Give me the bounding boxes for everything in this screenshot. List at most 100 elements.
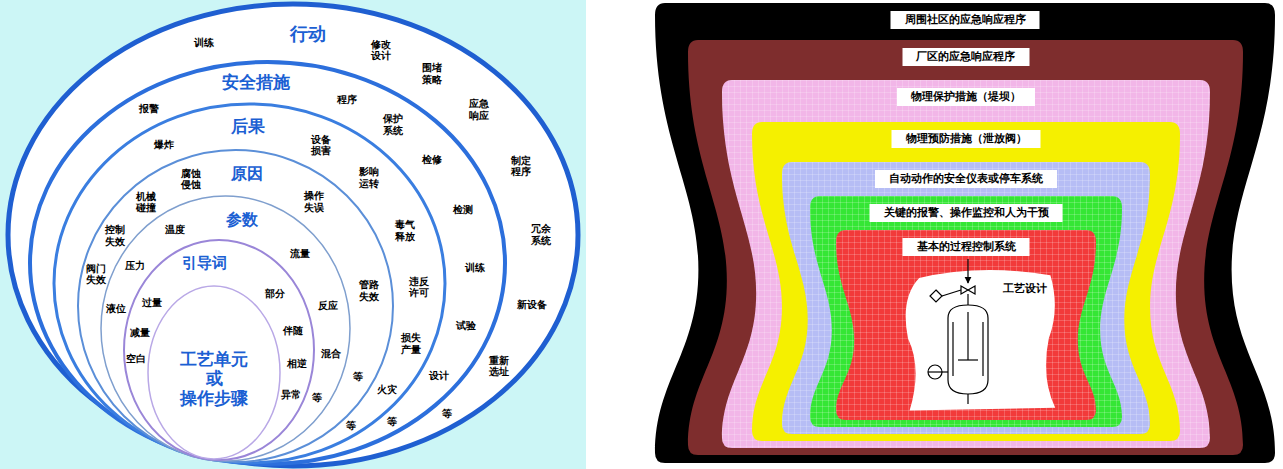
ring-term: 等 [312,392,322,404]
ring-heading: 安全措施 [222,73,290,93]
signal-arrow [967,259,968,283]
ring-term: 毒气 释放 [395,219,415,242]
ring-term: 减量 [130,327,150,339]
core-fill [906,270,1056,410]
ring-term: 修改 设计 [371,38,391,61]
ring-term: 操作 失误 [304,190,324,213]
hazop-ring: 引导词过量减量空白部分伴随相逆异常工艺单元 或 操作步骤 [124,240,314,460]
ring-term: 训练 [194,37,214,49]
pump-line [928,371,942,372]
ring-term: 阀门 失效 [86,262,106,285]
protection-layer: 物理预防措施（泄放阀） 自动动作的安全仪表或停车系统关键的报警、操作监控和人为干预… [752,122,1180,441]
jacket-line [982,322,983,376]
layer-texture [810,196,1122,427]
ring-heading: 行动 [290,24,326,45]
ring-term: 爆炸 [154,139,174,151]
controller-diamond [930,290,942,302]
ring-term: 管路 失效 [359,279,379,302]
ring-term: 等 [442,408,452,420]
ring-term: 火灾 [377,384,397,396]
ring-term: 程序 [337,94,357,106]
hazop-ring: 安全措施报警程序保护 系统检修检测训练试验设计等后果爆炸设备 损害影响 运转毒气… [30,62,505,464]
layer-fill [655,3,1275,463]
ring-term: 部分 [265,288,285,300]
layer-label: 厂区的应急响应程序 [902,48,1029,66]
ring-ellipse [124,240,314,460]
ring-term: 制定 程序 [511,154,531,177]
layer-texture [782,162,1150,434]
protection-layer: 基本的过程控制系统工艺设计 [836,230,1096,420]
ring-heading: 引导词 [182,255,227,272]
hazop-ring: 原因机械 碰撞腐蚀 侵蚀操作 失误控制 失效阀门 失效管路 失效等参数温度压力液… [78,150,393,462]
hazop-ring: 后果爆炸设备 损害影响 运转毒气 释放违反 许可损失 产量火灾等原因机械 碰撞腐… [54,104,445,463]
ring-term: 等 [346,420,356,432]
layer-label: 物理保护措施（堤坝） [897,88,1035,106]
ring-term: 影响 运转 [359,166,379,189]
hazop-ring: 行动训练修改 设计围堵 策略应急 响应制定 程序冗余 系统新设备重新 选址等安全… [8,4,578,466]
protection-layer: 自动动作的安全仪表或停车系统关键的报警、操作监控和人为干预基本的过程控制系统工艺… [782,162,1150,434]
ring-term: 新设备 [517,299,547,311]
protection-layer: 关键的报警、操作监控和人为干预基本的过程控制系统工艺设计 [810,196,1122,427]
layer-texture [722,80,1210,448]
ring-term: 反应 [318,300,338,312]
ring-term: 重新 选址 [489,354,509,377]
layer-label: 基本的过程控制系统 [903,238,1030,256]
layer-fill [836,230,1096,420]
ring-term: 过量 [142,297,162,309]
ring-ellipse [101,196,350,461]
vessel-body [948,305,988,394]
ring-heading: 原因 [231,165,263,183]
ring-term: 损失 产量 [401,332,421,355]
ring-term: 围堵 策略 [422,62,442,85]
ring-ellipse [54,104,445,463]
layer-fill [752,122,1180,441]
hazop-ring: 工艺单元 或 操作步骤 [148,286,280,459]
layer-fill [810,196,1122,427]
agitator-blade [958,359,978,360]
ring-term: 保护 系统 [383,113,403,136]
vessel-drawing [928,259,988,404]
control-line [942,290,961,296]
layer-label: 物理预防措施（泄放阀） [892,130,1041,148]
core-label: 工艺设计 [1003,282,1047,296]
ring-term: 温度 [165,224,185,236]
ring-heading: 后果 [231,117,265,137]
layer-fill [722,80,1210,448]
ring-ellipse [8,4,578,466]
layer-texture [836,230,1096,420]
layer-label: 周围社区的应急响应程序 [891,11,1040,29]
ring-term: 腐蚀 侵蚀 [181,167,201,190]
protection-layer: 物理保护措施（堤坝） 物理预防措施（泄放阀） 自动动作的安全仪表或停车系统关键的报警… [722,80,1210,448]
jacket-line [952,322,953,376]
ring-term: 设备 损害 [311,133,331,156]
ring-ellipse [148,286,280,459]
ring-term: 冗余 系统 [531,223,551,246]
ring-heading: 参数 [226,211,258,229]
ring-term: 等 [353,371,363,383]
ring-term: 异常 [281,389,301,401]
ring-term: 检测 [453,204,473,216]
ring-term: 混合 [321,348,341,360]
ring-term: 试验 [456,320,476,332]
layer-label: 关键的报警、操作监控和人为干预 [870,204,1063,222]
pipe-line [942,371,948,372]
agitator-shaft [967,312,968,360]
ring-ellipse [78,150,393,462]
valve-symbol [961,286,975,294]
ring-term: 流量 [290,248,310,260]
ring-term: 机械 碰撞 [136,190,156,213]
nozzle-line [967,294,968,305]
protection-layer: 周围社区的应急响应程序厂区的应急响应程序物理保护措施（堤坝） 物理预防措施（泄放阀… [655,3,1275,463]
ring-term: 等 [387,416,397,428]
process-core: 工艺设计 [900,268,1060,412]
ring-term: 违反 许可 [409,275,429,298]
layer-fill [782,162,1150,434]
ring-term: 空白 [126,353,146,365]
outlet-line [967,394,968,404]
ring-term: 控制 失效 [105,224,125,247]
ring-term: 设计 [429,370,449,382]
ring-ellipse [30,62,505,464]
layer-fill [688,40,1243,455]
ring-term: 相逆 [287,358,307,370]
